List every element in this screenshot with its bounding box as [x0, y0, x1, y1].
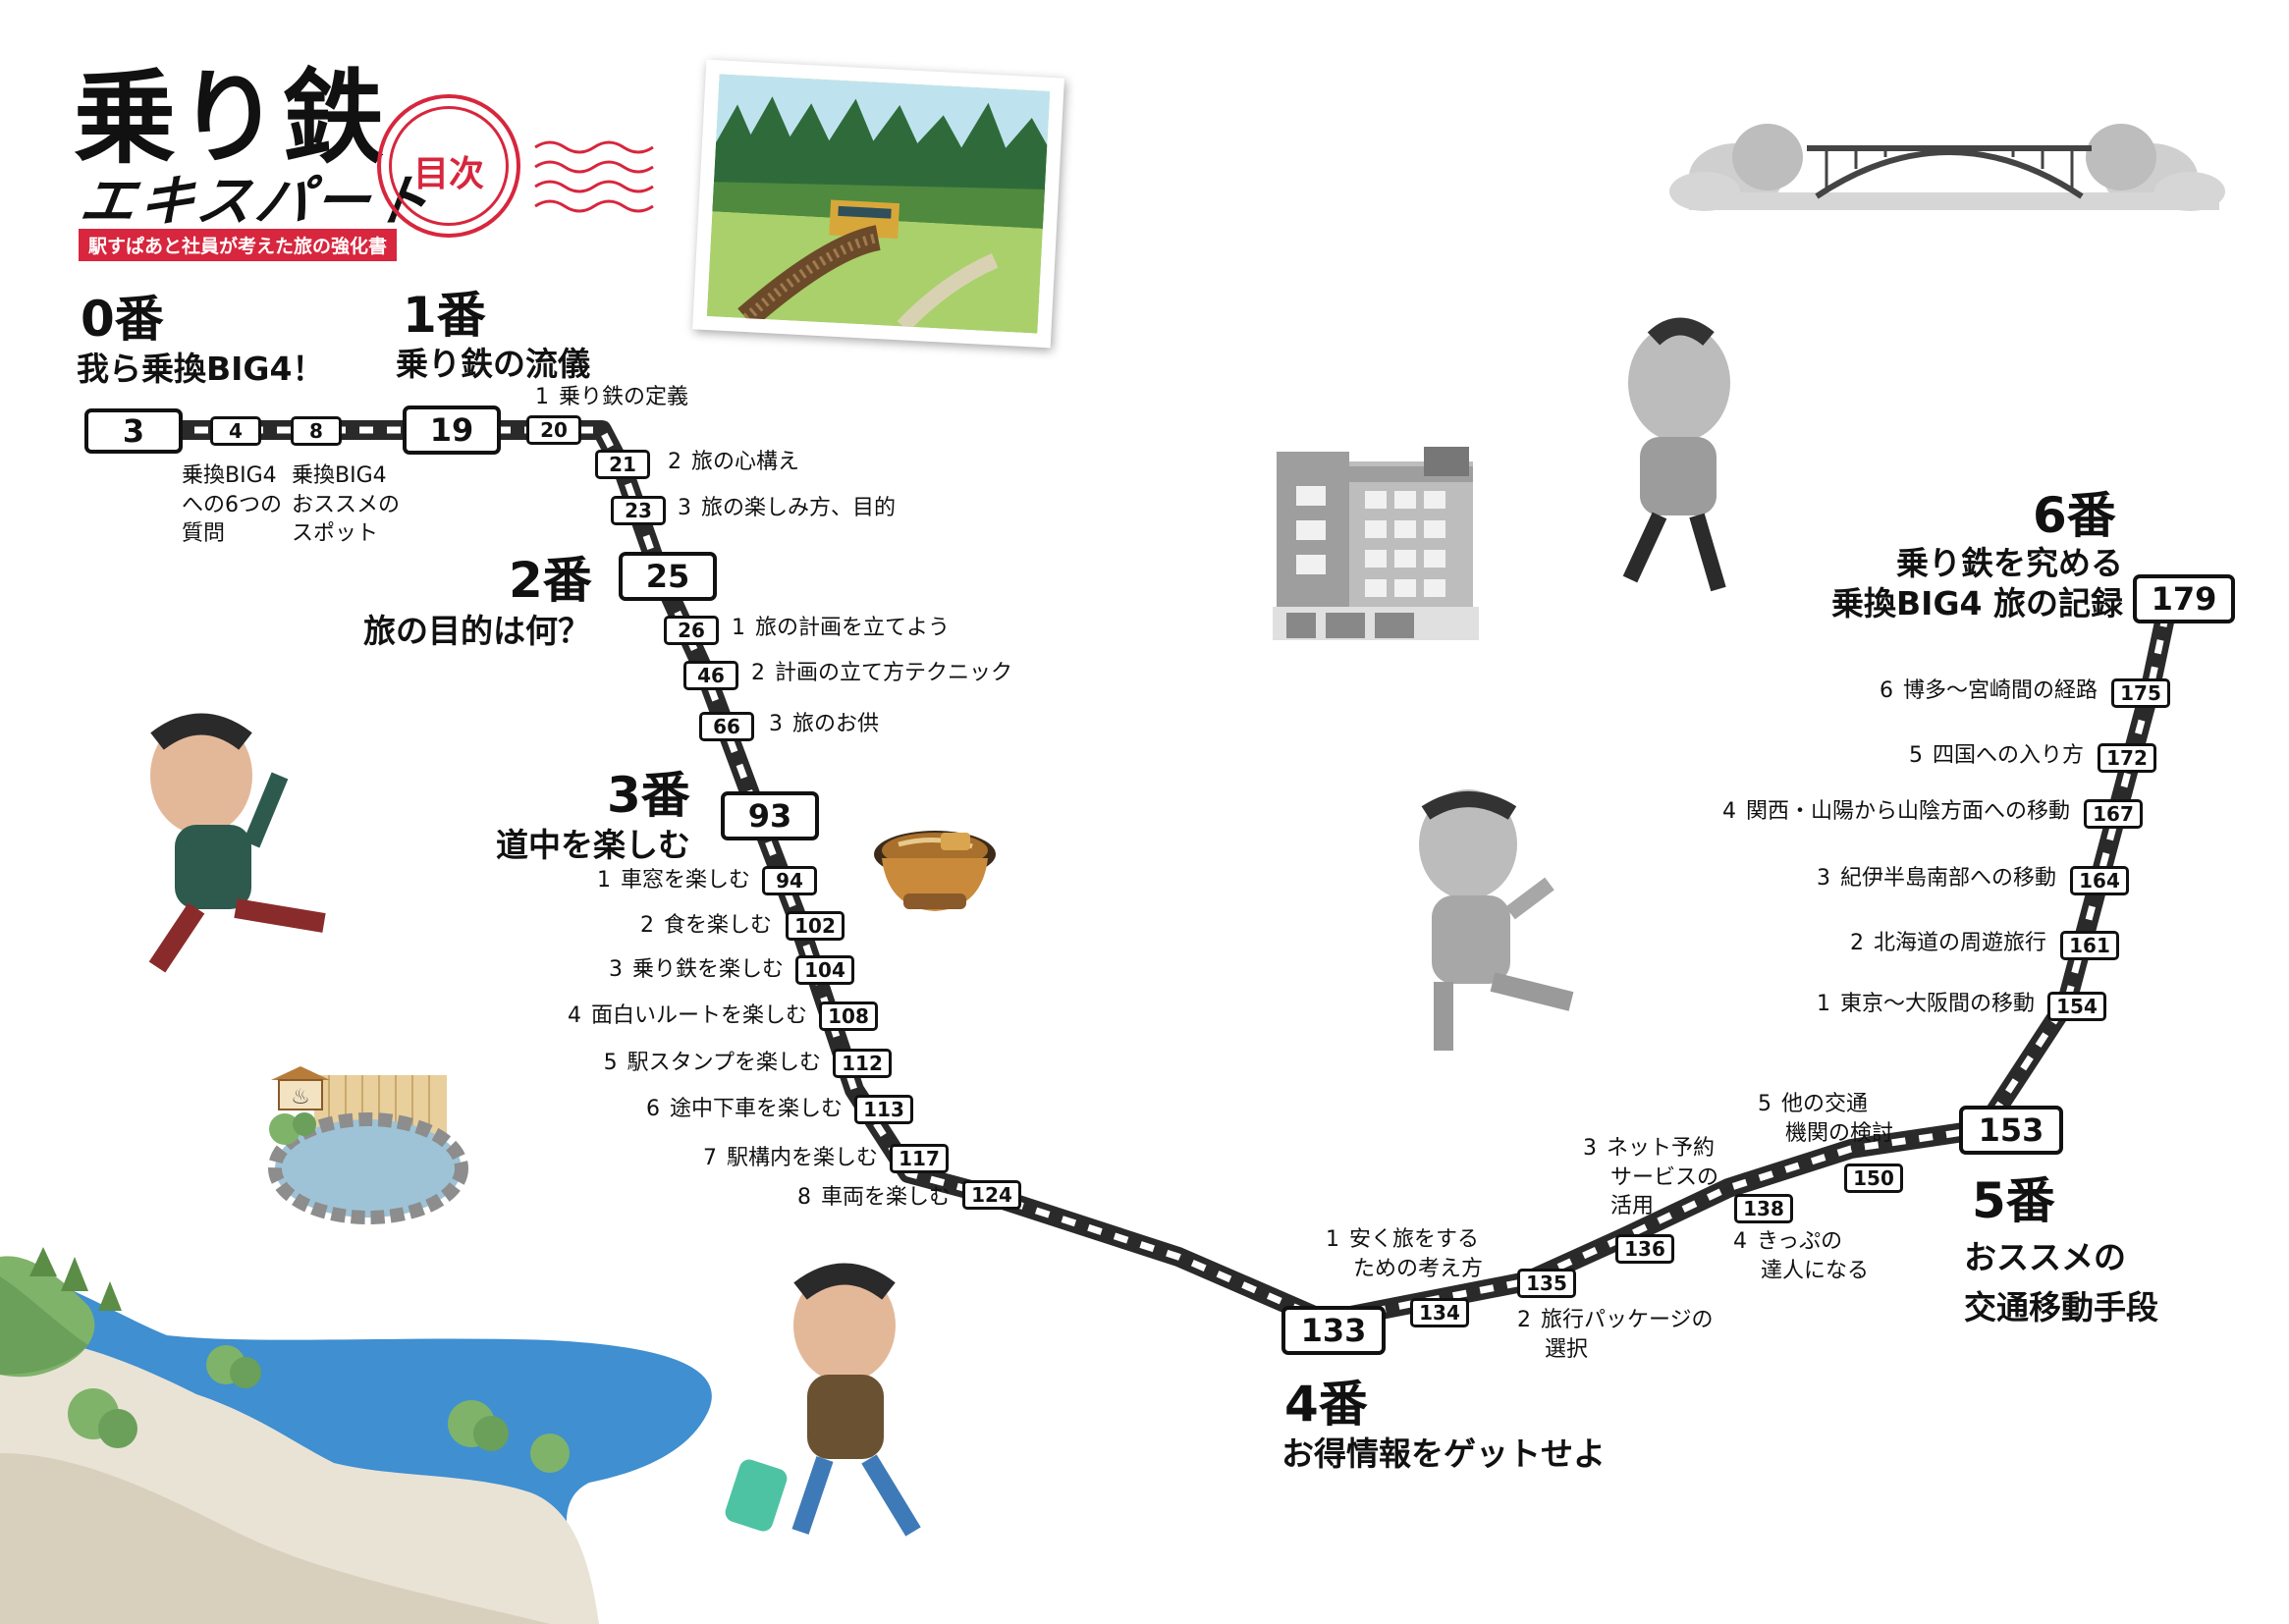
station-5-1[interactable]: 154 [2047, 992, 2106, 1021]
chapter-5-title-line2: 交通移動手段 [1964, 1288, 2158, 1327]
chapter-5-title: おススメの 交通移動手段 [1964, 1232, 2158, 1332]
station-5-6[interactable]: 175 [2111, 678, 2170, 708]
station-3-1[interactable]: 94 [762, 866, 817, 895]
station-chapter-2[interactable]: 25 [619, 552, 717, 601]
label-0-2: 乗換BIG4 おススメの スポット [292, 463, 401, 547]
chapter-5-number: 5番 [1972, 1172, 2055, 1229]
station-4-3[interactable]: 136 [1615, 1234, 1674, 1264]
chapter-1-number: 1番 [403, 287, 486, 344]
coast-illustration [0, 1247, 712, 1624]
hotel-building-icon [1273, 447, 1479, 640]
station-4-5[interactable]: 150 [1844, 1164, 1903, 1193]
station-1-1[interactable]: 20 [526, 415, 581, 445]
contents-stamp: 目次 [377, 94, 520, 238]
station-3-8[interactable]: 124 [962, 1180, 1021, 1210]
stamp-label: 目次 [412, 154, 484, 194]
person-figure [148, 317, 1730, 1537]
chapter-6-title-line2: 乗換BIG4 旅の記録 [1831, 584, 2123, 623]
chapter-2-number: 2番 [509, 552, 592, 609]
chapter-4-number: 4番 [1284, 1376, 1368, 1433]
station-4-2[interactable]: 135 [1517, 1269, 1576, 1298]
chapter-6-number: 6番 [2033, 487, 2116, 544]
station-3-2[interactable]: 102 [786, 911, 845, 941]
label-0-1: 乗換BIG4 への6つの 質問 [182, 463, 282, 547]
train-photo-image [706, 74, 1051, 334]
station-2-3[interactable]: 66 [699, 712, 754, 741]
chapter-2-title: 旅の目的は何？ [363, 612, 590, 650]
chapter-3-title: 道中を楽しむ [496, 826, 690, 864]
station-3-6[interactable]: 113 [854, 1095, 913, 1124]
station-chapter-1[interactable]: 19 [403, 406, 501, 455]
station-chapter-6[interactable]: 179 [2133, 574, 2235, 623]
station-2-1[interactable]: 26 [664, 616, 719, 645]
station-3-4[interactable]: 108 [819, 1001, 878, 1031]
station-3-5[interactable]: 112 [833, 1049, 892, 1078]
station-3-3[interactable]: 104 [795, 955, 854, 985]
train-photo [692, 59, 1064, 349]
chapter-5-title-line1: おススメの [1964, 1238, 2126, 1276]
book-title: 乗り鉄 [74, 58, 387, 178]
station-2-2[interactable]: 46 [683, 661, 738, 690]
chapter-3-number: 3番 [607, 767, 690, 824]
chapter-6-title: 乗り鉄を究める 乗換BIG4 旅の記録 [1768, 543, 2123, 624]
station-0-2[interactable]: 8 [291, 416, 342, 446]
station-chapter-4[interactable]: 133 [1281, 1306, 1386, 1355]
chapter-0-title: 我ら乗換BIG4！ [77, 350, 325, 388]
station-5-5[interactable]: 172 [2098, 743, 2156, 773]
station-5-2[interactable]: 161 [2060, 931, 2119, 960]
chapter-1-title: 乗り鉄の流儀 [396, 345, 590, 383]
station-4-1[interactable]: 134 [1410, 1298, 1469, 1327]
station-1-3[interactable]: 23 [611, 496, 666, 525]
bridge-icon [1669, 124, 2225, 211]
station-1-2[interactable]: 21 [595, 450, 650, 479]
station-3-7[interactable]: 117 [890, 1144, 949, 1173]
station-chapter-5[interactable]: 153 [1959, 1106, 2063, 1155]
stamp-ring [389, 106, 509, 226]
chapter-4-title: お得情報をゲットせよ [1281, 1435, 1606, 1473]
station-5-4[interactable]: 167 [2084, 799, 2143, 829]
station-chapter-0[interactable]: 3 [84, 408, 183, 454]
book-tagline: 駅すぱあと社員が考えた旅の強化書 [79, 229, 398, 261]
chapter-0-number: 0番 [81, 291, 164, 348]
hot-spring-icon: ♨ [268, 1066, 468, 1224]
svg-text:♨: ♨ [291, 1085, 310, 1110]
station-0-1[interactable]: 4 [210, 416, 261, 446]
station-5-3[interactable]: 164 [2070, 866, 2129, 895]
chapter-6-title-line1: 乗り鉄を究める [1896, 544, 2123, 582]
noodle-bowl-icon [874, 831, 996, 911]
station-chapter-3[interactable]: 93 [721, 791, 819, 840]
station-4-4[interactable]: 138 [1734, 1194, 1793, 1223]
